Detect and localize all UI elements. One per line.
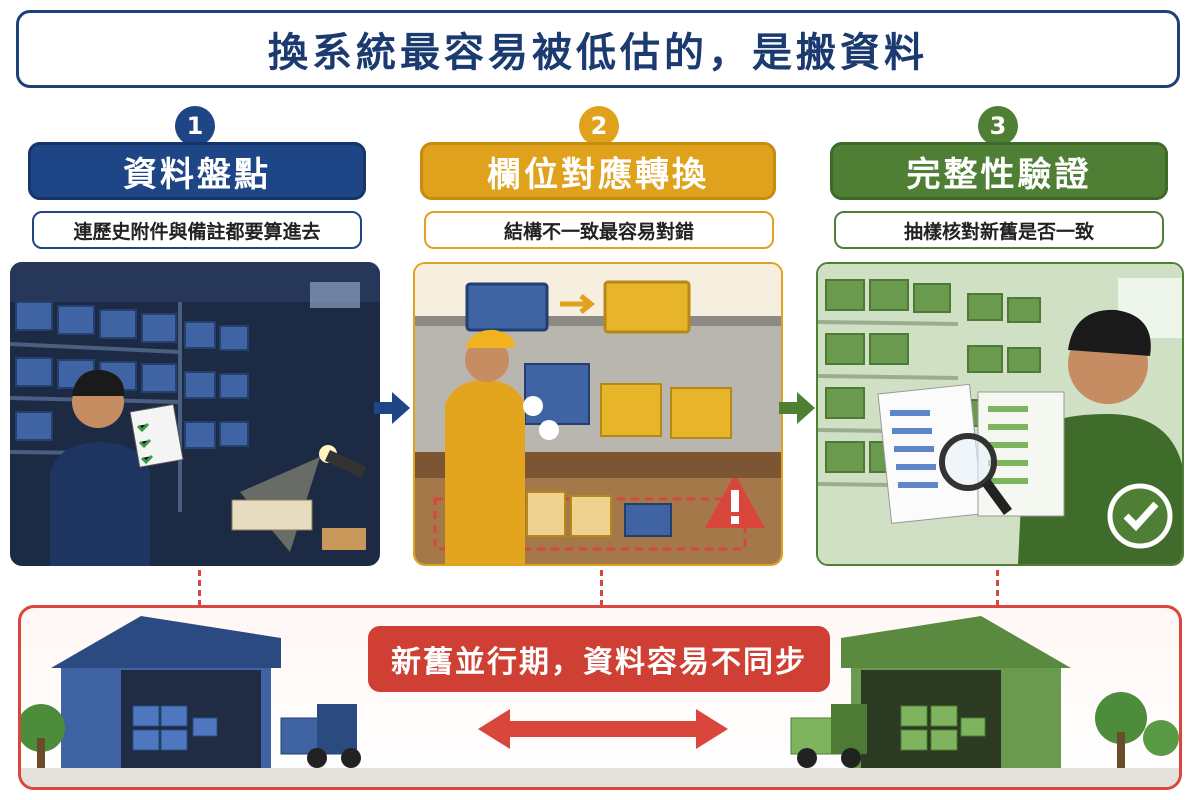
step-1-number: 1 [175, 106, 215, 146]
double-arrow-icon [478, 709, 728, 749]
step-2-title: 欄位對應轉換 [420, 142, 776, 200]
mapping-illustration [413, 262, 783, 566]
inventory-illustration [10, 262, 380, 566]
box-mapping-icon [415, 264, 781, 564]
arrow-right-icon [374, 392, 410, 424]
blue-warehouse-icon [21, 616, 361, 768]
title-banner: 換系統最容易被低估的，是搬資料 [16, 10, 1180, 88]
verification-illustration [816, 262, 1184, 566]
green-warehouse-icon [790, 616, 1179, 768]
document-verification-icon [818, 264, 1182, 564]
step-3-number: 3 [978, 106, 1018, 146]
step-1-title: 資料盤點 [28, 142, 366, 200]
step-1-subtitle: 連歷史附件與備註都要算進去 [32, 211, 362, 249]
connector-1 [198, 570, 201, 606]
step-3-title: 完整性驗證 [830, 142, 1168, 200]
step-2-number: 2 [579, 106, 619, 146]
arrow-right-icon [779, 392, 815, 424]
step-3-subtitle: 抽樣核對新舊是否一致 [834, 211, 1164, 249]
warehouse-inventory-icon [10, 262, 380, 566]
parallel-warning-note: 新舊並行期，資料容易不同步 [368, 626, 830, 692]
step-2-subtitle: 結構不一致最容易對錯 [424, 211, 774, 249]
connector-3 [996, 570, 999, 606]
page-title: 換系統最容易被低估的，是搬資料 [268, 30, 928, 76]
connector-2 [600, 570, 603, 606]
